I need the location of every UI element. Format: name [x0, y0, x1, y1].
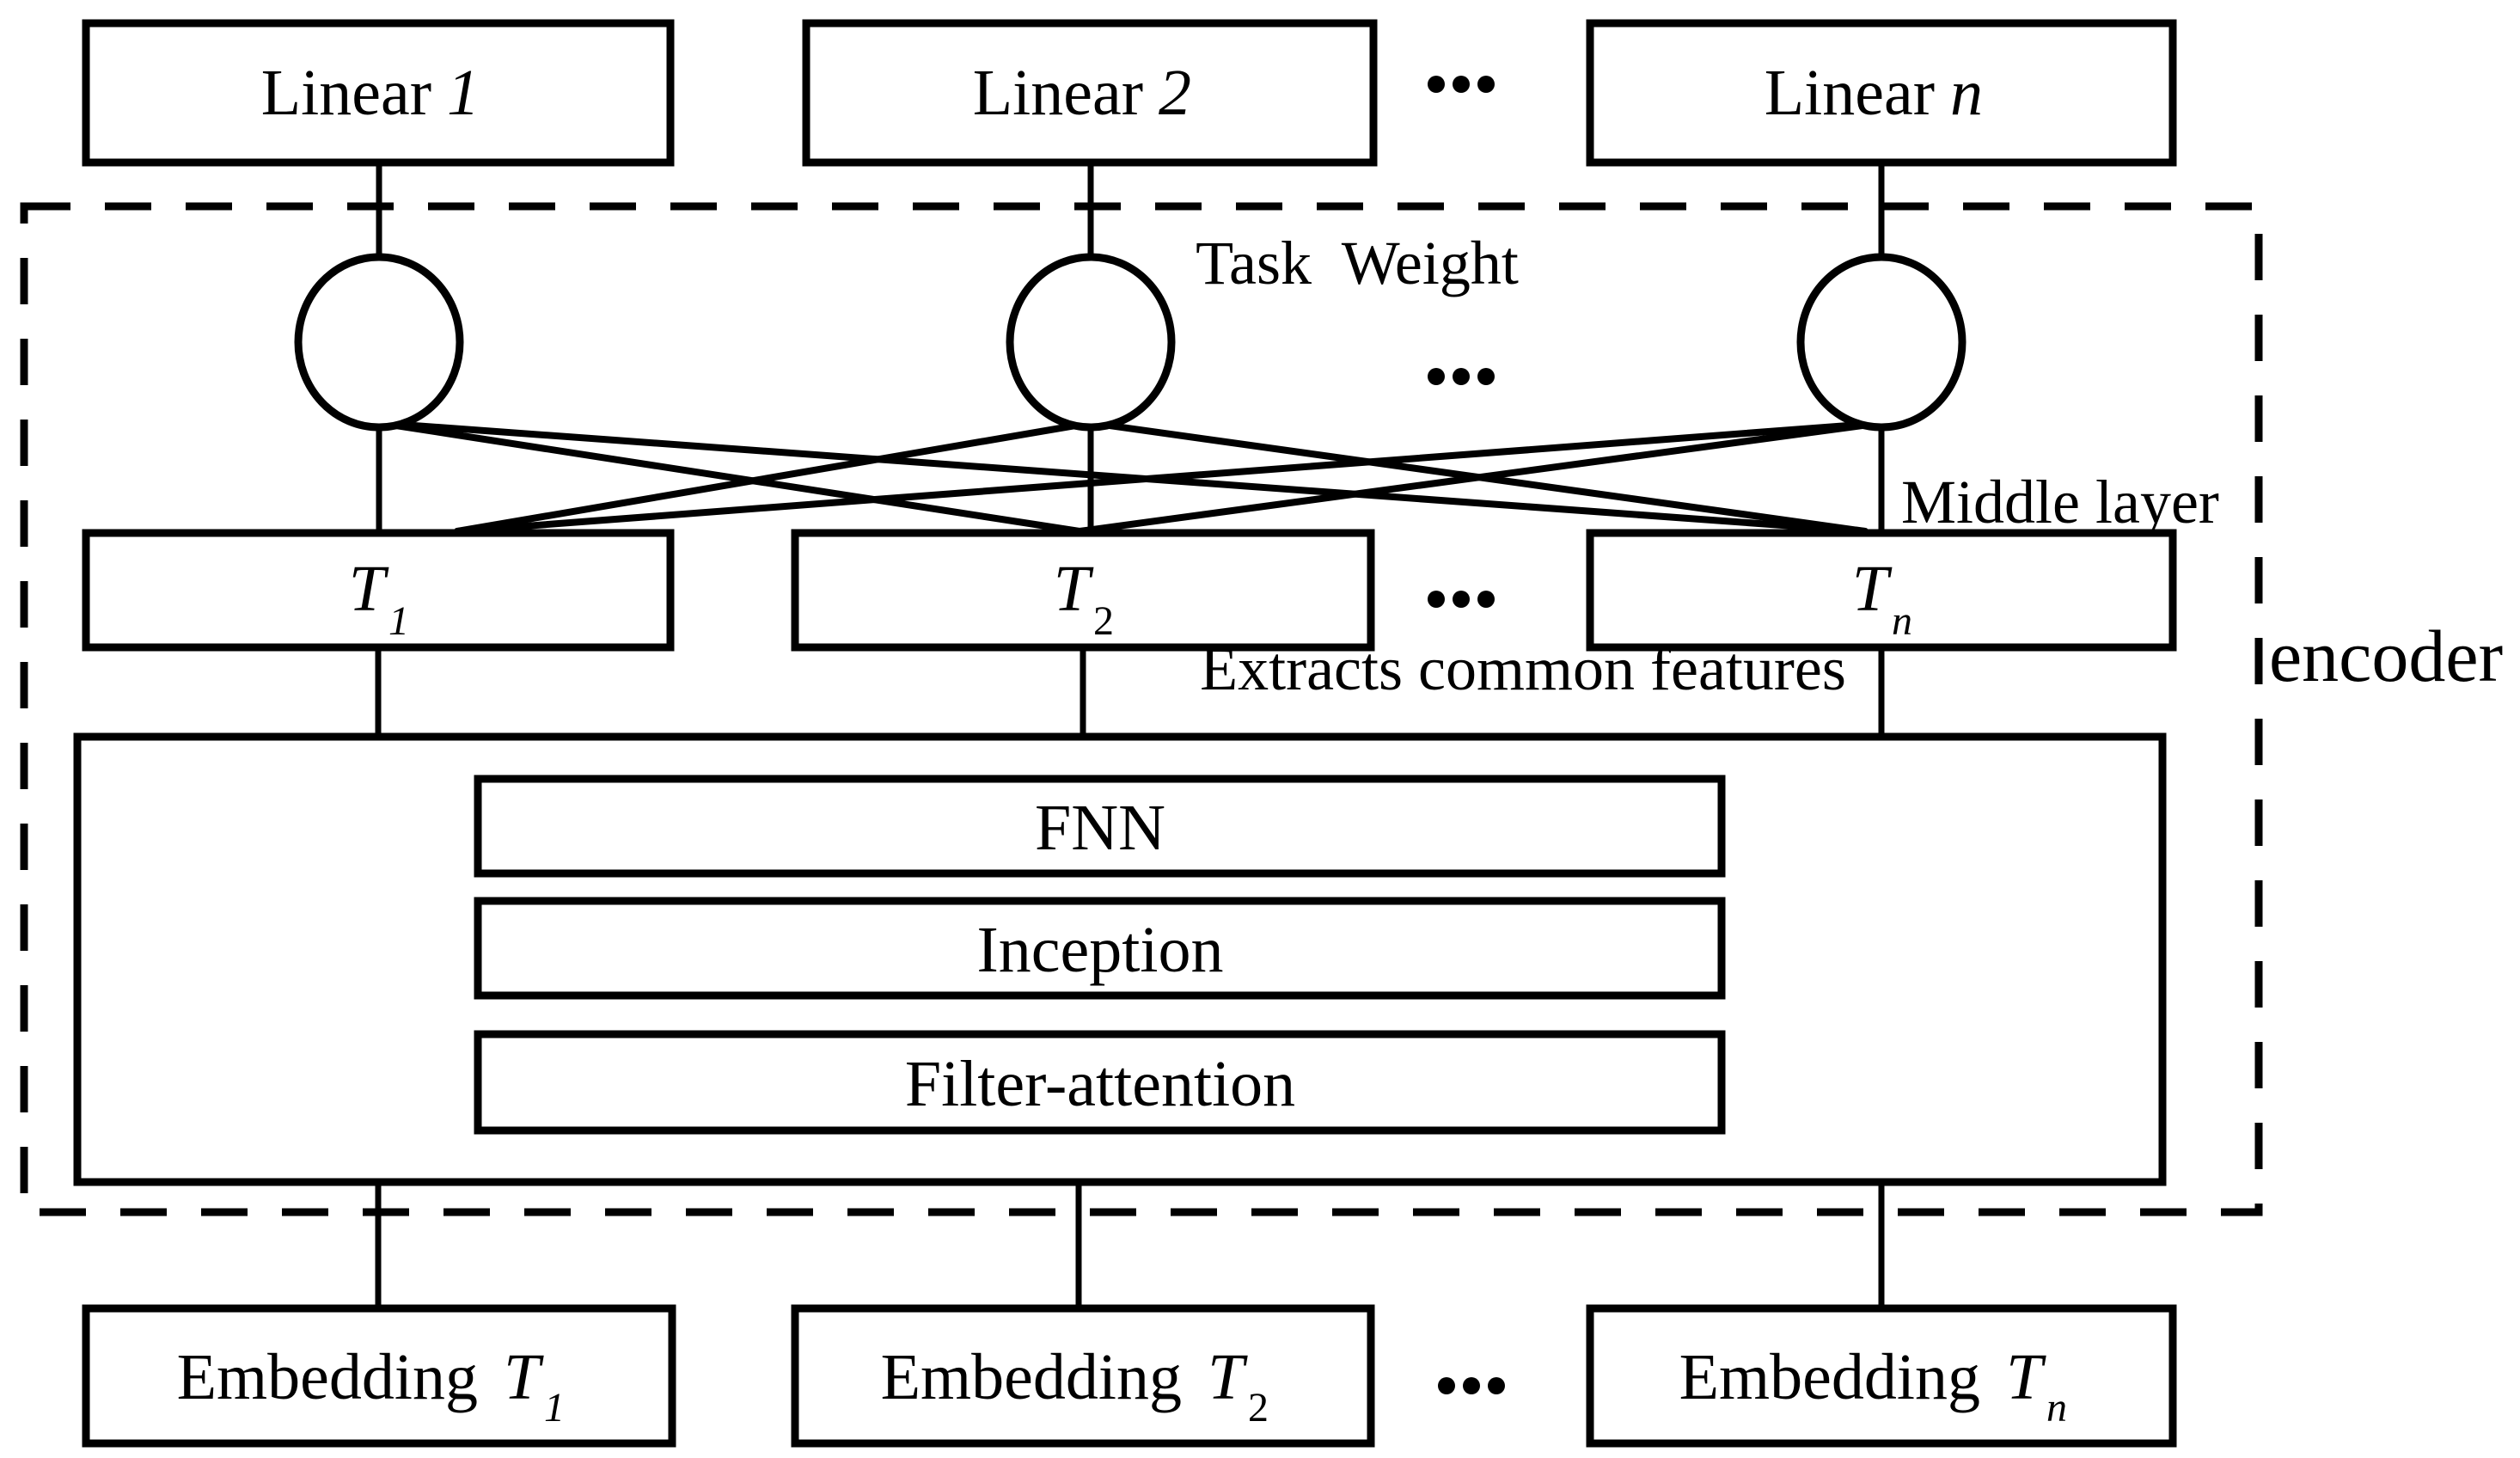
- t2-box: [791, 529, 1375, 652]
- embedding-1-subscript: 1: [544, 1385, 565, 1430]
- middle-layer-label: Middle layer: [1901, 468, 2219, 536]
- linear-2-label: Linear: [973, 57, 1143, 129]
- linear-1-box: [82, 19, 675, 167]
- embedding-1-base: T: [504, 1341, 544, 1413]
- filter-attention-box: [474, 1030, 1726, 1135]
- t1-subscript: 1: [388, 598, 409, 644]
- connector-noden-t2: [1076, 420, 1885, 535]
- fnn-label: FNN: [1035, 792, 1165, 864]
- connector-node1-t2: [376, 420, 1083, 535]
- linear-n-label: Linear: [1765, 57, 1935, 129]
- t2-label: T: [1054, 553, 1094, 625]
- task-weight-node-1: [294, 253, 464, 432]
- linear-2-box: [802, 19, 1378, 167]
- linear-n-index: n: [1950, 57, 1983, 129]
- task-weight-label: Task Weight: [1196, 229, 1519, 297]
- ellipsis-embedding-row: [1438, 1377, 1505, 1394]
- tn-subscript: n: [1892, 598, 1912, 644]
- fnn-box: [474, 775, 1726, 878]
- connector-node2-t1: [454, 420, 1094, 535]
- connector-node1-tn: [376, 420, 1869, 535]
- linear-2-index: 2: [1159, 57, 1191, 129]
- linear-1-index: 1: [447, 57, 480, 129]
- filter-attention-label: Filter-attention: [905, 1048, 1295, 1120]
- t1-label: T: [349, 553, 389, 625]
- task-weight-node-n: [1796, 253, 1966, 432]
- linear-1-label: Linear: [261, 57, 431, 129]
- t2-subscript: 2: [1093, 598, 1114, 644]
- embedding-n-label: Embedding: [1679, 1341, 1980, 1413]
- embedding-1-label: Embedding: [177, 1341, 478, 1413]
- embedding-n-base: T: [2006, 1341, 2046, 1413]
- embedding-tn-box: [1586, 1304, 2177, 1448]
- embedding-2-subscript: 2: [1248, 1385, 1269, 1430]
- linear-n-box: [1586, 19, 2177, 167]
- tn-box: [1586, 529, 2177, 652]
- connector-noden-t1: [454, 420, 1885, 535]
- encoder-label: encoder: [2269, 615, 2503, 697]
- t1-box: [82, 529, 675, 652]
- embedding-t1-box: [82, 1304, 676, 1448]
- embedding-2-label: Embedding: [881, 1341, 1182, 1413]
- embedding-n-subscript: n: [2046, 1385, 2067, 1430]
- ellipsis-node-row: [1428, 368, 1495, 385]
- ellipsis-linear-row: [1428, 76, 1495, 93]
- task-weight-node-2: [1006, 253, 1176, 432]
- extracts-common-features-label: Extracts common features: [1200, 634, 1846, 703]
- tn-label: T: [1852, 553, 1893, 625]
- inception-box: [474, 897, 1726, 1000]
- ellipsis-task-row: [1428, 591, 1495, 608]
- embedding-t2-box: [791, 1304, 1375, 1448]
- inception-label: Inception: [976, 914, 1223, 986]
- embedding-2-base: T: [1208, 1341, 1248, 1413]
